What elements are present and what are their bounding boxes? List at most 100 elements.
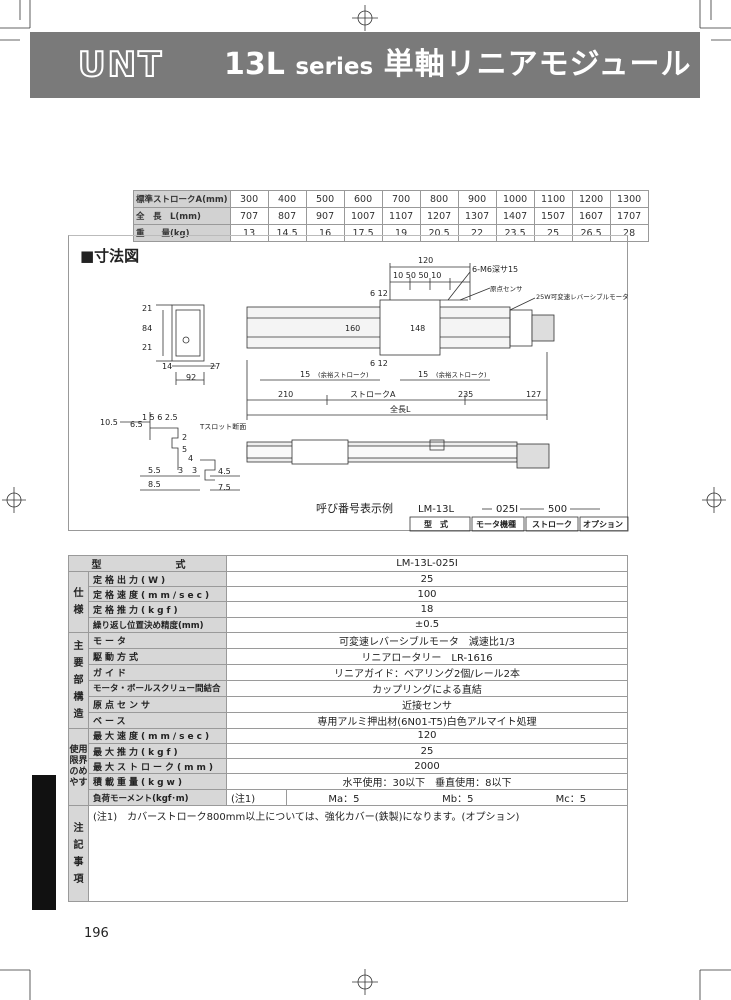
- notes-row: 注記事項 (注1) カバーストローク800mm以上については、強化カバー(鉄製)…: [68, 805, 628, 903]
- dim-2: 2: [182, 433, 187, 442]
- order-code-stroke: 500: [548, 504, 567, 515]
- page-number: 196: [84, 926, 109, 941]
- dim-1-5-6-2-5: 1 5 6 2.5: [142, 413, 178, 422]
- dim-7-5: 7.5: [218, 483, 231, 492]
- dim-120: 120: [418, 256, 433, 265]
- order-cell-model: 型 式: [424, 519, 448, 529]
- stroke-table-cell: 28: [609, 224, 649, 242]
- spec-item: 最大速度(mm/sec): [88, 727, 227, 744]
- spec-value: 25: [226, 742, 628, 760]
- product-name: 単軸リニアモジュール: [383, 47, 692, 82]
- spec-moment-ma: Ma：5: [285, 789, 401, 807]
- dim-92: 92: [186, 373, 196, 382]
- spec-table: 型 式 LM-13L-025I 仕様 定格出力(W) 25 定格速度(mm/se…: [68, 555, 628, 903]
- dim-10-50-50-10: 10 50 50 10: [393, 271, 441, 280]
- spec-row: 使用限界のめやす 最大速度(mm/sec) 120: [68, 727, 628, 807]
- spec-value: 18: [226, 601, 628, 618]
- spec-value: 2000: [226, 758, 628, 775]
- dim-6m6: 6-M6深サ15: [472, 265, 518, 274]
- spec-row: 最大ストローク(mm) 2000: [69, 758, 628, 775]
- spec-item: 原点センサ: [88, 695, 227, 713]
- spec-value: 100: [226, 586, 628, 603]
- spec-group-label: 仕様: [68, 571, 89, 633]
- spec-item: 駆動方式: [88, 647, 227, 665]
- dim-10-5: 10.5: [100, 418, 118, 427]
- dim-3-b: 3: [192, 466, 197, 475]
- spec-item: 定格速度(mm/sec): [88, 586, 227, 603]
- spec-row: 定格速度(mm/sec) 100: [69, 586, 628, 603]
- spec-value: リニアロータリー LR-1616: [226, 647, 628, 665]
- spec-item: モータ: [88, 631, 227, 649]
- order-code-motor: 025I: [496, 504, 518, 515]
- label-spare-stroke-2: (余裕ストローク): [436, 370, 487, 379]
- spec-row: 負荷モーメント(kgf･m) (注1) Ma：5 Mb：5 Mc：5: [69, 789, 628, 807]
- dim-15-a: 15: [300, 370, 310, 379]
- dim-160: 160: [345, 324, 360, 333]
- spec-value: 25: [226, 570, 628, 588]
- dim-27: 27: [210, 362, 220, 371]
- label-total-length: 全長L: [390, 404, 411, 414]
- spec-item: モータ・ボールスクリュー間結合: [88, 679, 227, 697]
- spec-value: カップリングによる直結: [226, 679, 628, 697]
- label-motor: 25W可変速レバーシブルモータ: [536, 292, 629, 301]
- stroke-table-cell: 26.5: [571, 224, 611, 242]
- spec-value: 120: [226, 727, 628, 744]
- spec-group-label: 主要部構造: [68, 631, 89, 729]
- notes-label: 注記事項: [68, 805, 89, 903]
- dim-8-5: 8.5: [148, 480, 161, 489]
- dim-235: 235: [458, 390, 473, 399]
- spec-row: ガイド リニアガイド：ベアリング2個/レール2本: [69, 663, 628, 681]
- dim-3-a: 3: [178, 466, 183, 475]
- dim-6-5: 6.5: [130, 420, 143, 429]
- title-banner: UNT 13L series 単軸リニアモジュール: [30, 32, 700, 98]
- order-cell-motor: モータ機種: [476, 519, 516, 529]
- dim-4-5: 4.5: [218, 467, 231, 476]
- stroke-table-row-label: 標準ストロークA(mm): [133, 190, 231, 208]
- spec-row: 仕様 定格出力(W) 25: [68, 570, 628, 633]
- spec-group-label: 使用限界のめやす: [68, 727, 89, 807]
- brand-logo: UNT: [77, 45, 164, 85]
- dim-210: 210: [278, 390, 293, 399]
- spec-value: ±0.5: [226, 616, 628, 633]
- spec-item: 最大推力(kgf): [88, 742, 227, 760]
- dim-21-top: 21: [142, 304, 152, 313]
- section-title-dimensions: ■寸法図: [80, 247, 140, 265]
- spec-row: ベース 専用アルミ押出材(6N01-T5)白色アルマイト処理: [69, 711, 628, 729]
- spec-header-row: 型 式 LM-13L-025I: [68, 555, 628, 572]
- spec-item: 定格出力(W): [88, 570, 227, 588]
- spec-item: ガイド: [88, 663, 227, 681]
- stroke-table-cell: 16: [305, 224, 345, 242]
- label-spare-stroke-1: (余裕ストローク): [318, 370, 369, 379]
- spec-row: 原点センサ 近接センサ: [69, 695, 628, 713]
- dimension-drawing-frame: [68, 235, 628, 531]
- spec-row: 繰り返し位置決め精度(mm) ±0.5: [69, 616, 628, 633]
- dim-6-12-bottom: 6 12: [370, 359, 388, 368]
- spec-value: 可変速レバーシブルモータ 減速比1/3: [226, 631, 628, 649]
- spec-value: 水平使用：30以下 垂直使用：8以下: [226, 773, 628, 791]
- dim-6-12-top: 6 12: [370, 289, 388, 298]
- dim-4: 4: [188, 454, 193, 463]
- order-cell-option: オプション: [583, 519, 623, 529]
- page-title: 13L series 単軸リニアモジュール: [224, 44, 692, 88]
- spec-row: 定格推力(kgf) 18: [69, 601, 628, 618]
- dim-84: 84: [142, 324, 152, 333]
- spec-row: 駆動方式 リニアロータリー LR-1616: [69, 647, 628, 665]
- spec-item: 負荷モーメント(kgf･m): [88, 789, 227, 807]
- stroke-table-cell: 22: [457, 224, 497, 242]
- spec-row: 最大推力(kgf) 25: [69, 742, 628, 760]
- dim-21-bottom: 21: [142, 343, 152, 352]
- stroke-table-row-label: 重 量(kg): [133, 224, 231, 242]
- spec-value: 近接センサ: [226, 695, 628, 713]
- spec-header-value: LM-13L-025I: [226, 555, 628, 572]
- spec-moment-mc: Mc：5: [514, 789, 628, 807]
- label-origin-sensor: 原点センサ: [490, 285, 523, 293]
- series-number: 13L: [224, 47, 285, 82]
- spec-item: 繰り返し位置決め精度(mm): [88, 616, 227, 633]
- label-stroke-a: ストロークA: [350, 390, 396, 399]
- spec-item: ベース: [88, 711, 227, 729]
